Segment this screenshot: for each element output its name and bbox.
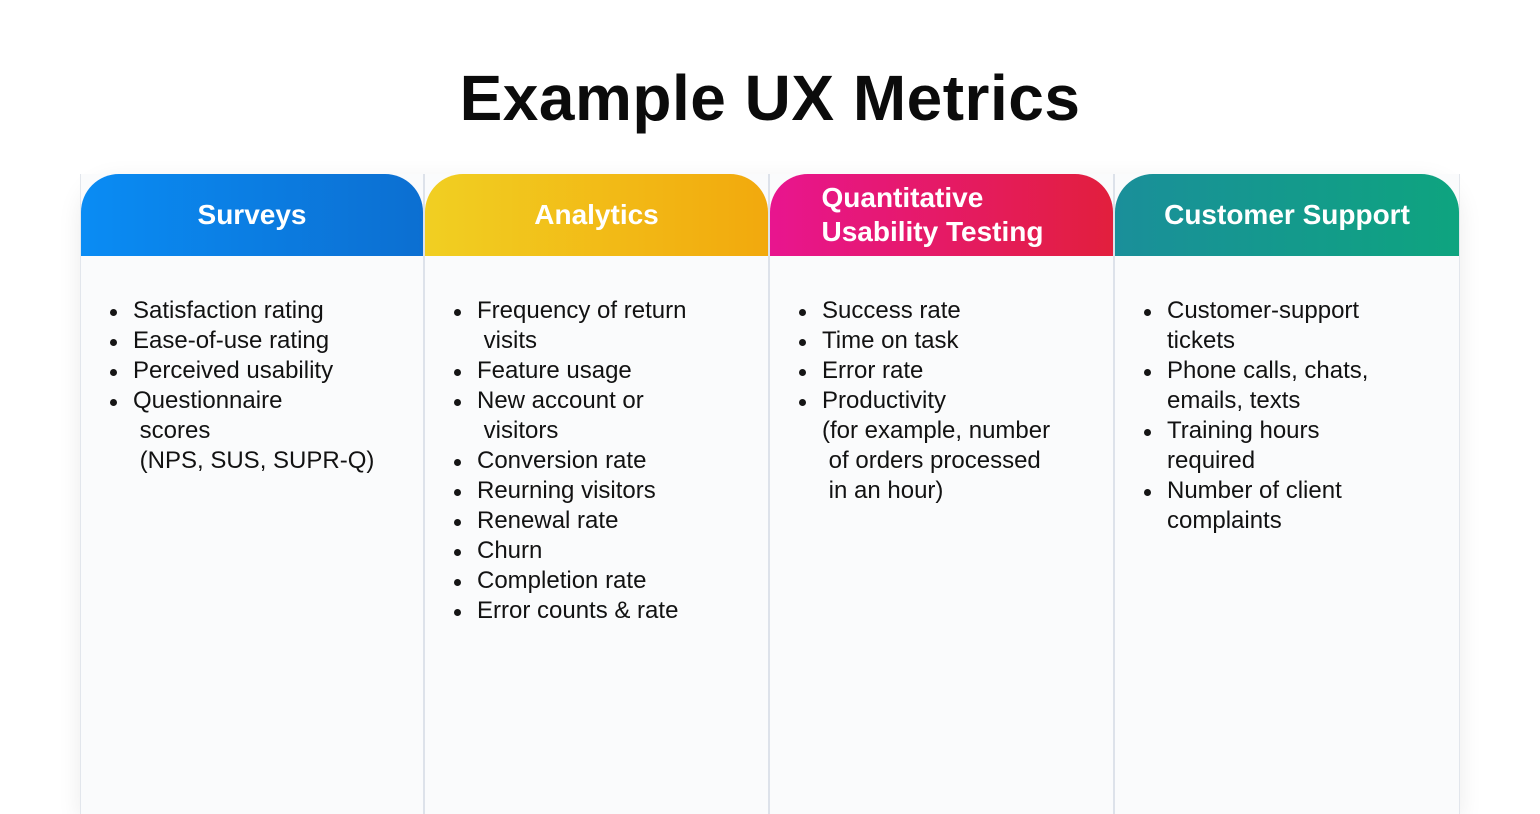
metric-item: Error rate [798, 356, 1113, 386]
metric-item-text: Customer-support [1167, 297, 1360, 324]
metric-item: Ease-of-use rating [109, 326, 423, 356]
metric-item-text: Reurning visitors [477, 477, 656, 504]
metric-item-text: Completion rate [477, 567, 647, 594]
metric-item-text: scores [133, 417, 211, 444]
metric-item-text: emails, texts [1167, 387, 1301, 414]
metric-item-text: Frequency of return [477, 297, 687, 324]
metric-item: Success rate [798, 296, 1113, 326]
metric-item-text: Satisfaction rating [133, 297, 324, 324]
metric-item: Training hours required [1143, 416, 1459, 476]
metric-item: Customer-support tickets [1143, 296, 1459, 356]
metric-item: Frequency of return visits [453, 296, 768, 356]
column-header-quantitative-usability-testing: Quantitative Usability Testing [770, 174, 1113, 256]
metric-item-text: Error rate [822, 357, 924, 384]
metric-item-text: in an hour) [822, 477, 944, 504]
metric-item-text: Perceived usability [133, 357, 334, 384]
column-header-label: Customer Support [1164, 199, 1410, 230]
metric-item-text: (for example, number [822, 417, 1051, 444]
metric-item-text: New account or [477, 387, 644, 414]
column-header-label: Surveys [197, 199, 307, 230]
metric-item-text: Renewal rate [477, 507, 619, 534]
column-customer-support: Customer Support Customer-support tickets… [1115, 174, 1460, 814]
metric-item-text: (NPS, SUS, SUPR-Q) [133, 447, 375, 474]
metric-item: Reurning visitors [453, 476, 768, 506]
metric-item: New account or visitors [453, 386, 768, 446]
metric-item: Perceived usability [109, 356, 423, 386]
page-title: Example UX Metrics [459, 62, 1081, 134]
metric-item: Feature usage [453, 356, 768, 386]
column-header-label: Analytics [534, 199, 659, 230]
column-header-analytics: Analytics [425, 174, 768, 256]
metric-item: Error counts & rate [453, 596, 768, 626]
metric-item-text: complaints [1167, 507, 1282, 534]
metric-item: Completion rate [453, 566, 768, 596]
metric-item-text: tickets [1167, 327, 1236, 354]
metric-item-text: Conversion rate [477, 447, 647, 474]
metric-item-text: visits [477, 327, 537, 354]
column-header-surveys: Surveys [81, 174, 423, 256]
metric-item-text: Ease-of-use rating [133, 327, 330, 354]
metric-item: Time on task [798, 326, 1113, 356]
metric-item-text: Time on task [822, 327, 959, 354]
column-quantitative-usability-testing: Quantitative Usability Testing Success r… [770, 174, 1115, 814]
metric-item-text: Training hours [1167, 417, 1320, 444]
metric-item-text: Productivity [822, 387, 947, 414]
metric-item-text: of orders processed [822, 447, 1041, 474]
metric-item: Number of client complaints [1143, 476, 1459, 536]
metric-item-text: Success rate [822, 297, 961, 324]
metric-item: Phone calls, chats, emails, texts [1143, 356, 1459, 416]
metric-item-text: Feature usage [477, 357, 632, 384]
metric-item-text: Phone calls, chats, [1167, 357, 1369, 384]
column-header-label: Quantitative Usability Testing [821, 182, 1044, 247]
metric-item: Satisfaction rating [109, 296, 423, 326]
column-header-customer-support: Customer Support [1115, 174, 1459, 256]
metric-item: Renewal rate [453, 506, 768, 536]
metric-item: Churn [453, 536, 768, 566]
metric-item-text: Number of client [1167, 477, 1342, 504]
metric-item-text: Churn [477, 537, 543, 564]
metric-item-text: Error counts & rate [477, 597, 679, 624]
metric-item-text: Questionnaire [133, 387, 283, 414]
metric-item: Conversion rate [453, 446, 768, 476]
metric-item-text: required [1167, 447, 1256, 474]
metric-item: Productivity (for example, number of orde… [798, 386, 1113, 506]
metric-item-text: visitors [477, 417, 559, 444]
metric-item: Questionnaire scores (NPS, SUS, SUPR-Q) [109, 386, 423, 476]
